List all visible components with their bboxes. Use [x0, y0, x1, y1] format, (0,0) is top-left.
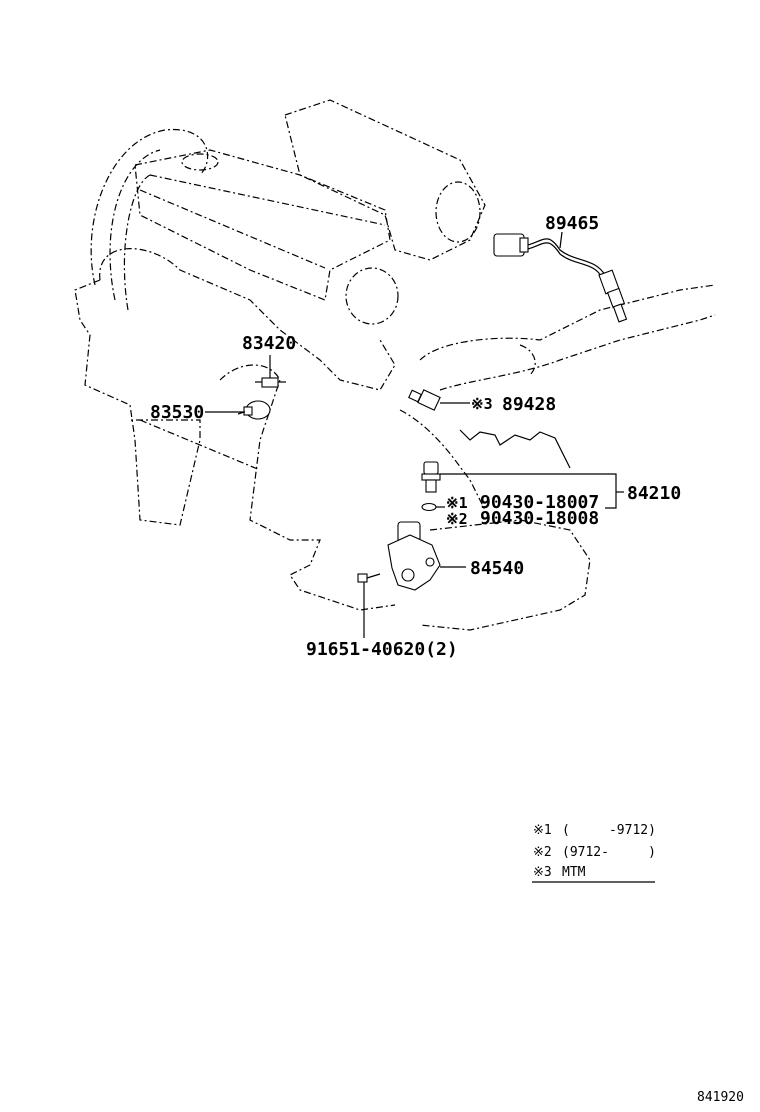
legend-mark-3: ※3 — [533, 865, 552, 880]
label-84540: 84540 — [470, 558, 524, 579]
label-83420: 83420 — [242, 333, 296, 354]
water-temp-sensor-part — [421, 461, 441, 512]
oil-pressure-switch-part — [237, 400, 271, 420]
legend-text-3: MTM — [562, 865, 586, 880]
figure-id: 841920 — [697, 1090, 744, 1105]
label-89428: 89428 — [502, 394, 556, 415]
note-mark-89428: ※3 — [471, 395, 493, 413]
label-90430-18008: 90430-18008 — [480, 508, 599, 529]
leader-lines — [205, 231, 655, 883]
note-mark-90430-18007: ※1 — [446, 494, 468, 512]
label-91651-40620: 91651-40620(2) — [306, 639, 458, 660]
vsv-part — [255, 377, 286, 388]
bolt-part — [357, 573, 381, 583]
label-89465: 89465 — [545, 213, 599, 234]
legend-mark-2: ※2 — [533, 845, 552, 860]
note-mark-90430-18008: ※2 — [446, 510, 468, 528]
o2-sensor-part — [493, 233, 628, 323]
neutral-switch-part — [387, 521, 441, 591]
knock-sensor-part — [408, 389, 441, 411]
legend-text-2: (9712- ) — [562, 845, 656, 860]
label-84210: 84210 — [627, 483, 681, 504]
legend-mark-1: ※1 — [533, 823, 552, 838]
legend: ※1 ( -9712) ※2 (9712- ) ※3 MTM — [533, 823, 656, 880]
label-90430-18007: 90430-18007 — [480, 492, 599, 513]
engine-outline — [74, 99, 716, 631]
label-83530: 83530 — [150, 402, 204, 423]
legend-text-1: ( -9712) — [562, 823, 656, 838]
